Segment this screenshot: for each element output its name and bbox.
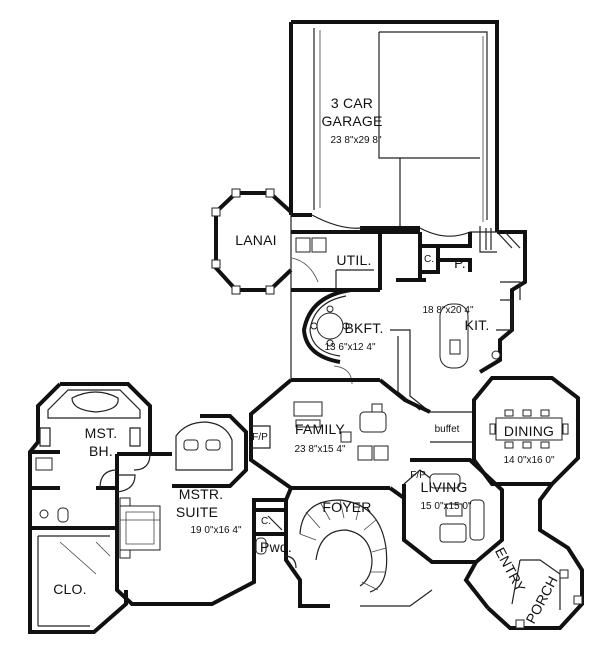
living-label: LIVING xyxy=(420,479,467,495)
family-dimensions: 23 8"x15 4" xyxy=(294,444,345,455)
living-dimensions: 15 0"x15 0" xyxy=(420,501,471,512)
master-bath-area xyxy=(28,382,152,528)
entry-porch-area xyxy=(463,482,584,630)
mstr-suite-label-line1: MSTR. xyxy=(179,486,224,502)
porch-label: PORCH xyxy=(522,573,560,626)
util-label: UTIL. xyxy=(336,252,371,268)
family-label: FAMILY xyxy=(295,421,345,437)
entry-label: ENTRY xyxy=(492,545,529,595)
bkft-dimensions: 13 6"x12 4" xyxy=(324,342,375,353)
lanai-label: LANAI xyxy=(235,232,276,248)
lanai-area xyxy=(211,188,293,380)
mst-bh-label-line1: MST. xyxy=(85,425,118,441)
family-fireplace-label: F/P xyxy=(252,432,268,443)
master-suite-area xyxy=(115,414,286,606)
mstr-suite-dimensions: 19 0"x16 4" xyxy=(190,525,241,536)
dining-dimensions: 14 0"x16 0" xyxy=(503,455,554,466)
living-area xyxy=(402,458,504,564)
living-fireplace-label: F/P xyxy=(410,470,426,481)
garage-dimensions: 23 8"x29 8" xyxy=(330,135,381,146)
family-area xyxy=(249,378,431,490)
breakfast-area xyxy=(301,288,353,385)
garage-area xyxy=(289,20,499,237)
master-closet-area xyxy=(28,526,128,634)
pwd-label: Pwd. xyxy=(260,539,292,555)
buffet-label: buffet xyxy=(435,424,460,435)
powder-closet-label: C. xyxy=(261,516,271,527)
garage-label-line1: 3 CAR xyxy=(331,95,373,111)
foyer-area xyxy=(284,486,433,608)
mst-bh-label-line2: BH. xyxy=(89,443,113,459)
pantry-label: P. xyxy=(454,255,466,271)
clo-label: CLO. xyxy=(53,581,86,597)
dining-label: DINING xyxy=(504,423,554,439)
kitchen-closet-label: C. xyxy=(424,254,434,265)
kitchen-area xyxy=(390,226,527,413)
kit-dimensions: 18 8"x20 4" xyxy=(422,305,473,316)
foyer-label: FOYER xyxy=(322,499,371,515)
powder-area xyxy=(252,508,297,582)
mstr-suite-label-line2: SUITE xyxy=(176,504,218,520)
bkft-label: BKFT. xyxy=(344,320,383,336)
kit-label: KIT. xyxy=(465,317,490,333)
utility-area xyxy=(291,230,420,292)
garage-label-line2: GARAGE xyxy=(321,113,382,129)
